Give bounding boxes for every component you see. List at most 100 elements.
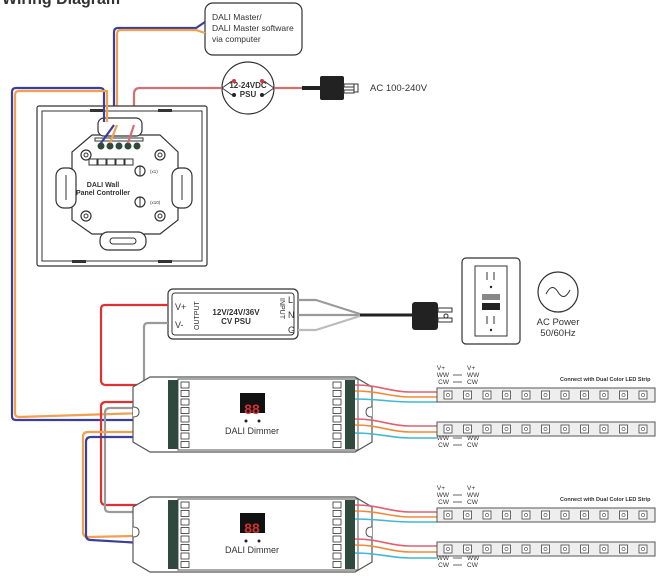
led-chip (443, 390, 453, 400)
small-psu-line1: 12-24VDC (229, 81, 267, 90)
led-chip (443, 544, 453, 554)
input-terminal-slot (180, 415, 190, 423)
svg-text:CW: CW (438, 379, 450, 386)
led-chip (463, 544, 472, 554)
led-chip (638, 390, 648, 400)
wall-outlet (461, 257, 521, 345)
led-chip (541, 390, 550, 400)
led-chip (580, 424, 589, 434)
svg-text:WW: WW (467, 555, 480, 562)
dimmer-output-wire (354, 384, 437, 393)
small-psu: 12-24VDC PSU (221, 61, 275, 115)
output-terminal-slot (332, 510, 342, 517)
dali-dimmer-2 (132, 496, 656, 573)
led-chip (482, 544, 492, 554)
led-chip (521, 390, 531, 400)
vminus-wire-dimmer2 (103, 406, 176, 514)
led-chip (580, 544, 589, 554)
dimmer-input-terminal (168, 380, 178, 449)
dali-bus-da2 (13, 89, 177, 419)
output-terminal-slot (332, 527, 342, 534)
svg-text:WW: WW (437, 372, 450, 379)
led-chip (541, 510, 550, 520)
cv-psu-vminus: V- (175, 320, 184, 330)
dimmer-output-wire (354, 518, 437, 523)
led-chip (619, 390, 628, 400)
input-terminal-slot (180, 561, 190, 568)
dimmer-button-2[interactable] (257, 419, 261, 423)
svg-text:WW: WW (437, 435, 450, 442)
psu-G-wire (298, 314, 361, 332)
svg-text:CW: CW (467, 379, 479, 386)
svg-text:WW: WW (467, 372, 480, 379)
vplus-wire-dimmer1 (99, 303, 176, 387)
led-chip (619, 510, 628, 520)
led-chip (502, 510, 511, 520)
led-chip (521, 544, 531, 554)
wall-panel-line1: DALI Wall (87, 182, 119, 189)
led-chip (560, 510, 570, 520)
input-terminal-slot (180, 441, 190, 448)
svg-text:CW: CW (467, 442, 479, 449)
output-terminal-slot (332, 535, 342, 543)
dimmer-output-wire (354, 390, 437, 398)
led-chip (560, 544, 570, 554)
dimmer1-top-mapping: V+ V+ WW WW CW CW (437, 365, 480, 386)
dimmer-button-1[interactable] (244, 539, 248, 543)
dual-color-led-strip (436, 421, 656, 437)
cv-psu-vplus: V+ (175, 302, 186, 312)
dimmer2-strip-caption: Connect with Dual Color LED Strip (560, 497, 651, 503)
svg-text:V+: V+ (437, 365, 445, 372)
dimmer2-top-mapping: V+ V+ WW WW CW CW (437, 485, 480, 506)
dali-wall-panel: DALI Wall Panel Controller (x1) (x10) (36, 105, 208, 267)
cv-psu-output-label: OUTPUT (194, 301, 201, 331)
dial-x10-label: (x10) (150, 200, 161, 205)
input-terminal-slot (180, 535, 190, 543)
led-chip (502, 424, 511, 434)
led-chip (580, 510, 589, 520)
ac-power-symbol (537, 271, 579, 313)
led-chip (599, 390, 609, 400)
ac-plug-small (302, 76, 359, 100)
output-terminal-slot (332, 390, 342, 397)
dimmer-output-wire (354, 398, 437, 403)
small-psu-line2: PSU (240, 90, 257, 99)
dimmer-button-1[interactable] (244, 419, 248, 423)
dali-bus-link-da2 (84, 435, 177, 547)
dimmer-button-2[interactable] (257, 539, 261, 543)
dimmer-segment-display (240, 513, 265, 533)
svg-text:WW: WW (437, 492, 450, 499)
ac-power-label2: 50/60Hz (540, 328, 576, 339)
svg-text:V+: V+ (467, 365, 475, 372)
dali-master-wire-da1 (112, 21, 206, 125)
led-chip (541, 424, 550, 434)
dial-x1-label: (x1) (150, 169, 158, 174)
dimmer-output-terminal (345, 380, 355, 449)
dimmer2-bottom-mapping: WW WW CW CW (437, 555, 480, 569)
input-terminal-slot (180, 424, 190, 431)
led-chip (463, 510, 472, 520)
vminus-wire-dimmer1 (142, 321, 177, 394)
input-terminal-slot (180, 501, 190, 509)
led-chip (521, 510, 531, 520)
led-chip (619, 544, 628, 554)
led-chip (619, 424, 628, 434)
svg-text:CW: CW (467, 499, 479, 506)
led-chip (443, 424, 453, 434)
svg-text:WW: WW (467, 435, 480, 442)
ac-100-240v-label: AC 100-240V (370, 83, 428, 94)
cv-psu-title2: CV PSU (221, 317, 251, 326)
led-chip (580, 390, 589, 400)
output-terminal-slot (332, 501, 342, 509)
input-terminal-slot (180, 398, 190, 406)
input-terminal-slot (180, 527, 190, 534)
ac-power-label1: AC Power (537, 317, 580, 328)
output-terminal-slot (332, 381, 342, 389)
svg-text:WW: WW (467, 492, 480, 499)
dimmer-output-wire (354, 504, 437, 513)
dimmer-output-wire (354, 418, 437, 427)
output-terminal-slot (332, 552, 342, 560)
dali-master-line2: DALI Master software (212, 23, 294, 33)
input-terminal-slot (180, 518, 190, 526)
